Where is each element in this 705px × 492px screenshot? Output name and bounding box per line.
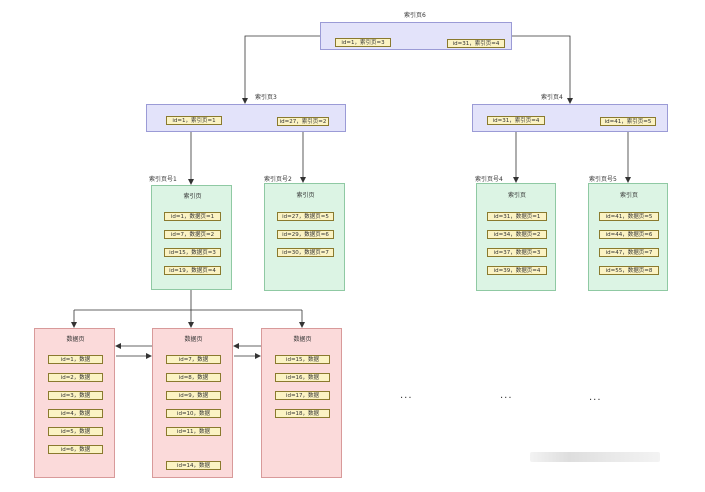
leaf-index-entry: id=7，数据页=2 (164, 230, 221, 239)
data-page: 数据页 id=7，数据 id=8，数据 id=9，数据 id=10，数据 id=… (152, 328, 233, 478)
leaf-index-page: 索引页 id=41，数据页=5 id=44，数据页=6 id=47，数据页=7 … (588, 183, 668, 291)
leaf-index-entry: id=34，数据页=2 (487, 230, 547, 239)
leaf-index-entry: id=15，数据页=3 (164, 248, 221, 257)
leaf-index-entry: id=27，数据页=5 (277, 212, 334, 221)
root-page-title: 索引页6 (404, 12, 426, 19)
leaf-index-page: 索引页 id=1，数据页=1 id=7，数据页=2 id=15，数据页=3 id… (151, 185, 232, 290)
leaf-index-title: 索引页号4 (475, 176, 503, 183)
data-record: id=4，数据 (48, 409, 103, 418)
index-entry: id=27，索引页=2 (277, 117, 329, 126)
leaf-index-title: 索引页号5 (589, 176, 617, 183)
data-record: id=5，数据 (48, 427, 103, 436)
leaf-index-entry: id=44，数据页=6 (599, 230, 659, 239)
data-record: id=7，数据 (166, 355, 221, 364)
data-record: id=8，数据 (166, 373, 221, 382)
data-page-heading: 数据页 (293, 336, 312, 343)
pointer-arrow (512, 35, 573, 104)
data-record: id=17，数据 (275, 391, 330, 400)
leaf-index-entry: id=19，数据页=4 (164, 266, 221, 275)
leaf-index-page: 索引页 id=27，数据页=5 id=29，数据页=6 id=30，数据页=7 (264, 183, 345, 291)
data-record: id=1，数据 (48, 355, 103, 364)
data-record: id=3，数据 (48, 391, 103, 400)
data-record: id=2，数据 (48, 373, 103, 382)
leaf-index-entry: id=30，数据页=7 (277, 248, 334, 257)
data-record: id=15，数据 (275, 355, 330, 364)
index-page: id=31，索引页=4 id=41，索引页=5 (472, 104, 668, 132)
index-entry: id=31，索引页=4 (487, 116, 545, 125)
ellipsis: ··· (589, 395, 602, 406)
data-record: id=9，数据 (166, 391, 221, 400)
data-page-heading: 数据页 (66, 336, 85, 343)
data-record: id=10，数据 (166, 409, 221, 418)
ellipsis: ··· (500, 393, 513, 404)
leaf-index-entry: id=1，数据页=1 (164, 212, 221, 221)
root-entry: id=31，索引页=4 (447, 39, 505, 48)
leaf-index-entry: id=55，数据页=8 (599, 266, 659, 275)
pointer-arrow (242, 35, 320, 104)
leaf-index-heading: 索引页 (619, 192, 638, 199)
index-page: id=1，索引页=1 id=27，索引页=2 (146, 104, 346, 132)
data-record: id=14，数据 (166, 461, 221, 470)
leaf-index-entry: id=39，数据页=4 (487, 266, 547, 275)
leaf-index-title: 索引页号2 (264, 176, 292, 183)
leaf-index-heading: 索引页 (507, 192, 526, 199)
leaf-index-entry: id=29，数据页=6 (277, 230, 334, 239)
ellipsis: ··· (400, 393, 413, 404)
data-page-heading: 数据页 (184, 336, 203, 343)
index-entry: id=1，索引页=1 (166, 116, 222, 125)
leaf-index-heading: 索引页 (183, 193, 202, 200)
data-record: id=18，数据 (275, 409, 330, 418)
index-page-title: 索引页4 (541, 94, 563, 101)
data-record: id=6，数据 (48, 445, 103, 454)
leaf-index-entry: id=37，数据页=3 (487, 248, 547, 257)
data-page: 数据页 id=1，数据 id=2，数据 id=3，数据 id=4，数据 id=5… (34, 328, 115, 478)
watermark-blur (530, 452, 660, 462)
data-record: id=11，数据 (166, 427, 221, 436)
leaf-index-entry: id=41，数据页=5 (599, 212, 659, 221)
leaf-index-entry: id=31，数据页=1 (487, 212, 547, 221)
root-entry: id=1，索引页=3 (335, 38, 391, 47)
data-page: 数据页 id=15，数据 id=16，数据 id=17，数据 id=18，数据 (261, 328, 342, 478)
leaf-index-title: 索引页号1 (149, 176, 177, 183)
leaf-index-page: 索引页 id=31，数据页=1 id=34，数据页=2 id=37，数据页=3 … (476, 183, 556, 291)
data-record: id=16，数据 (275, 373, 330, 382)
leaf-index-heading: 索引页 (296, 192, 315, 199)
leaf-index-entry: id=47，数据页=7 (599, 248, 659, 257)
root-index-page: id=1，索引页=3 id=31，索引页=4 (320, 22, 512, 50)
index-page-title: 索引页3 (255, 94, 277, 101)
index-entry: id=41，索引页=5 (600, 117, 656, 126)
